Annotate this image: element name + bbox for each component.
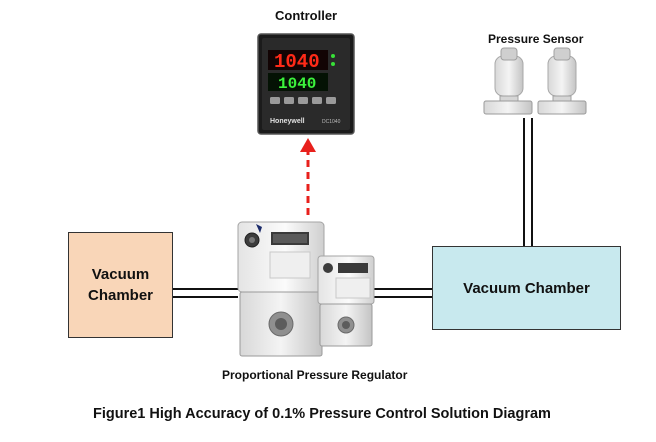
controller-buttons — [270, 97, 336, 104]
vacuum-chamber-left-line1: Vacuum — [91, 266, 150, 283]
vacuum-chamber-right: Vacuum Chamber — [432, 246, 621, 330]
controller-brand: Honeywell — [270, 118, 305, 125]
controller-model: DC1040 — [322, 119, 341, 125]
pressure-sensor-right — [537, 47, 587, 115]
controller-sv-readout: 1040 — [278, 75, 316, 93]
signal-arrow — [300, 138, 316, 215]
pipe-left-to-regulator — [173, 288, 238, 298]
pressure-sensor-icon — [483, 47, 587, 115]
controller-pv-readout: 1040 — [274, 51, 320, 73]
pipe-sensor-to-chamber — [523, 118, 533, 246]
pipe-regulator-to-right — [374, 288, 432, 298]
controller-device-icon: 1040 1040 Honeywell DC1040 — [257, 33, 355, 135]
vacuum-chamber-left: Vacuum Chamber — [68, 232, 173, 338]
figure-caption: Figure1 High Accuracy of 0.1% Pressure C… — [93, 406, 551, 422]
vacuum-chamber-right-label: Vacuum Chamber — [463, 279, 590, 297]
vacuum-chamber-left-line2: Chamber — [87, 287, 154, 304]
regulator-label: Proportional Pressure Regulator — [222, 368, 408, 382]
proportional-regulator-icon — [237, 221, 375, 357]
regulator-large — [237, 221, 325, 357]
controller-label: Controller — [275, 8, 338, 23]
pressure-sensor-label: Pressure Sensor — [488, 32, 584, 46]
regulator-small — [317, 255, 375, 347]
pressure-sensor-left — [483, 47, 533, 115]
